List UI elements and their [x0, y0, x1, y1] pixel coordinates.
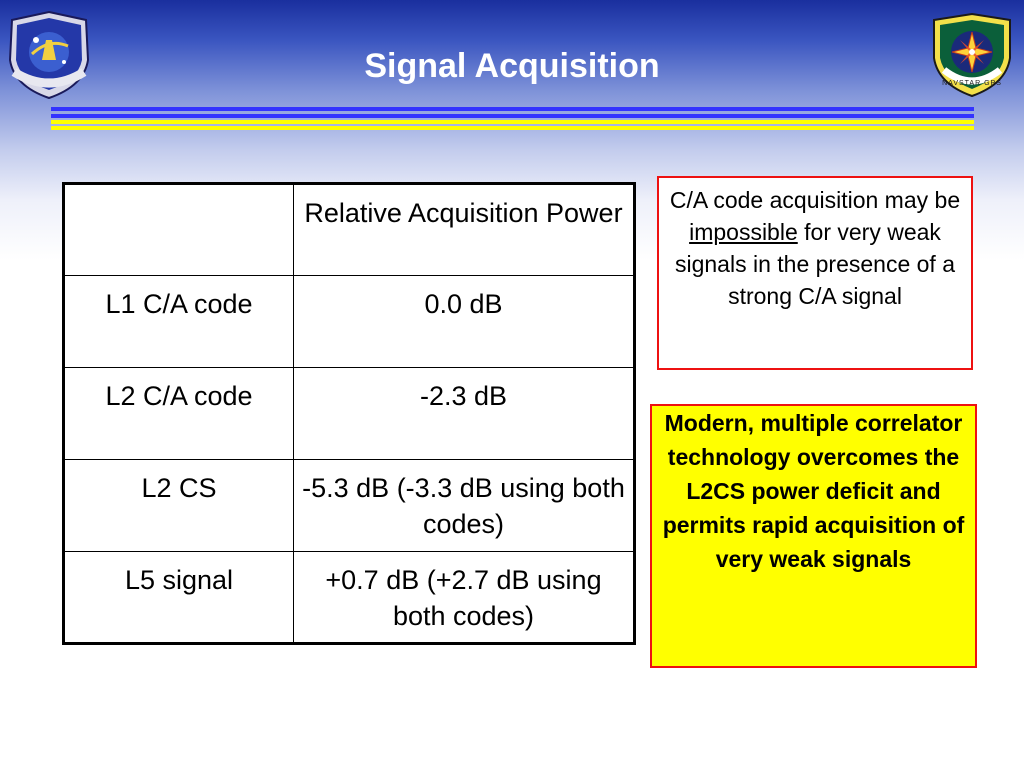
note-text-after: for very weak signals in the presence of… — [674, 219, 955, 309]
table-header-row: Relative Acquisition Power — [63, 183, 635, 276]
table-header-cell: Relative Acquisition Power — [293, 183, 635, 276]
table-cell-power: 0.0 dB — [293, 275, 635, 368]
table-cell-power: +0.7 dB (+2.7 dB using both codes) — [293, 551, 635, 644]
title-rule-blue-bottom — [51, 114, 974, 118]
table-row: L1 C/A code 0.0 dB — [63, 275, 635, 368]
title-rule-blue-top — [51, 107, 974, 111]
correlator-technology-callout: Modern, multiple correlator technology o… — [650, 404, 977, 668]
air-force-program-seal-icon — [8, 10, 90, 100]
title-rule-yellow-bottom — [51, 126, 974, 130]
table-header-cell — [63, 183, 294, 276]
table-row: L2 CS -5.3 dB (-3.3 dB using both codes) — [63, 459, 635, 552]
note-emphasis-text: impossible — [689, 219, 798, 245]
table-cell-signal: L2 C/A code — [63, 367, 294, 460]
note-text-before: C/A code acquisition may be — [669, 187, 961, 213]
title-rule-yellow-top — [51, 120, 974, 124]
table-cell-signal: L5 signal — [63, 551, 294, 644]
table-row: L5 signal +0.7 dB (+2.7 dB using both co… — [63, 551, 635, 644]
table-cell-power: -5.3 dB (-3.3 dB using both codes) — [293, 459, 635, 552]
acquisition-power-table: Relative Acquisition Power L1 C/A code 0… — [62, 182, 636, 645]
table-cell-signal: L1 C/A code — [63, 275, 294, 368]
navstar-gps-ring-text: NAVSTAR GPS — [942, 80, 1002, 87]
navstar-gps-emblem-icon — [933, 12, 1011, 98]
table-cell-power: -2.3 dB — [293, 367, 635, 460]
table-row: L2 C/A code -2.3 dB — [63, 367, 635, 460]
table-cell-signal: L2 CS — [63, 459, 294, 552]
ca-code-note-box: C/A code acquisition may be impossible f… — [657, 176, 973, 370]
slide-title: Signal Acquisition — [364, 47, 660, 85]
